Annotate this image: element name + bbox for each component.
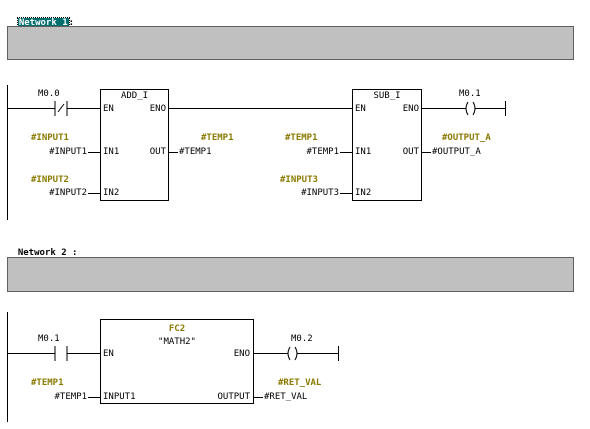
add-i-in1-symbol: #INPUT1 (31, 133, 69, 143)
network-1-power-rail (7, 85, 8, 220)
network-1-eno-en-wire (168, 108, 352, 109)
fc2-output-pin: OUTPUT (217, 392, 250, 402)
add-i-in2-symbol: #INPUT2 (31, 175, 69, 185)
add-i-out-pin: OUT (149, 147, 166, 157)
fc2-input1-symbol: #TEMP1 (31, 378, 64, 388)
add-i-block[interactable] (100, 89, 169, 201)
fc2-block[interactable] (100, 319, 254, 404)
network-1-title[interactable]: Network 1: (7, 8, 75, 29)
pin-wire (253, 397, 263, 398)
pin-wire (88, 152, 100, 153)
network-1-rung-wire (72, 108, 100, 109)
contact-address: M0.1 (38, 334, 60, 344)
sub-i-in1-symbol: #TEMP1 (285, 133, 318, 143)
normally-open-contact[interactable] (50, 345, 72, 362)
sub-i-out-operand[interactable]: #OUTPUT_A (432, 147, 481, 157)
add-i-in2-operand[interactable]: #INPUT2 (49, 188, 87, 198)
network-2-rung-wire (253, 353, 283, 354)
fc2-input1-pin: INPUT1 (103, 392, 136, 402)
fc2-block-name: FC2 (168, 324, 186, 334)
network-2-coil-end-bar (338, 346, 339, 361)
sub-i-block-name: SUB_I (373, 91, 401, 101)
pin-wire (88, 397, 100, 398)
output-coil[interactable] (461, 100, 480, 117)
add-i-in2-pin: IN2 (103, 188, 120, 198)
add-i-en-pin: EN (103, 104, 114, 114)
network-2-title-colon: : (72, 248, 78, 258)
network-1-rung-wire (421, 108, 461, 109)
sub-i-out-pin: OUT (402, 147, 419, 157)
sub-i-in1-operand[interactable]: #TEMP1 (306, 147, 339, 157)
pin-wire (88, 193, 100, 194)
sub-i-in2-symbol: #INPUT3 (280, 175, 318, 185)
sub-i-block[interactable] (352, 89, 422, 201)
add-i-in1-operand[interactable]: #INPUT1 (49, 147, 87, 157)
network-2-title[interactable]: Network 2 : (7, 238, 78, 258)
sub-i-in2-operand[interactable]: #INPUT3 (301, 188, 339, 198)
add-i-eno-pin: ENO (149, 104, 166, 114)
fc2-en-pin: EN (103, 349, 114, 359)
pin-wire (421, 152, 431, 153)
network-1-title-colon: : (68, 18, 75, 28)
network-2-rung-wire (72, 353, 100, 354)
sub-i-in2-pin: IN2 (355, 188, 372, 198)
fc2-output-symbol: #RET_VAL (278, 378, 322, 388)
fc2-output-operand[interactable]: #RET_VAL (264, 392, 308, 402)
network-1-coil-end-bar (505, 101, 506, 116)
fc2-block-subtitle: "MATH2" (158, 337, 196, 347)
network-2-title-text: Network 2 (17, 248, 67, 258)
fc2-input1-operand[interactable]: #TEMP1 (54, 392, 87, 402)
network-2-rung-wire (302, 353, 338, 354)
pin-wire (340, 152, 352, 153)
normally-open-contact[interactable] (50, 100, 72, 117)
add-i-in1-pin: IN1 (103, 147, 120, 157)
coil-address: M0.2 (291, 334, 313, 344)
add-i-out-operand[interactable]: #TEMP1 (179, 147, 212, 157)
sub-i-out-symbol: #OUTPUT_A (442, 133, 491, 143)
pin-wire (168, 152, 178, 153)
network-2-power-rail (7, 312, 8, 422)
sub-i-eno-pin: ENO (402, 104, 419, 114)
network-1-comment-box[interactable] (7, 26, 574, 60)
network-1-title-selected[interactable]: Network 1 (16, 17, 70, 29)
network-2-comment-box[interactable] (7, 257, 574, 292)
pin-wire (340, 193, 352, 194)
coil-address: M0.1 (459, 89, 481, 99)
sub-i-in1-pin: IN1 (355, 147, 372, 157)
network-1-rung-wire (7, 108, 50, 109)
add-i-out-symbol: #TEMP1 (201, 133, 234, 143)
output-coil[interactable] (283, 345, 302, 362)
sub-i-en-pin: EN (355, 104, 366, 114)
network-2-rung-wire (7, 353, 50, 354)
fc2-eno-pin: ENO (233, 349, 250, 359)
contact-address: M0.0 (38, 89, 60, 99)
network-1-rung-wire (480, 108, 505, 109)
add-i-block-name: ADD_I (120, 91, 149, 101)
